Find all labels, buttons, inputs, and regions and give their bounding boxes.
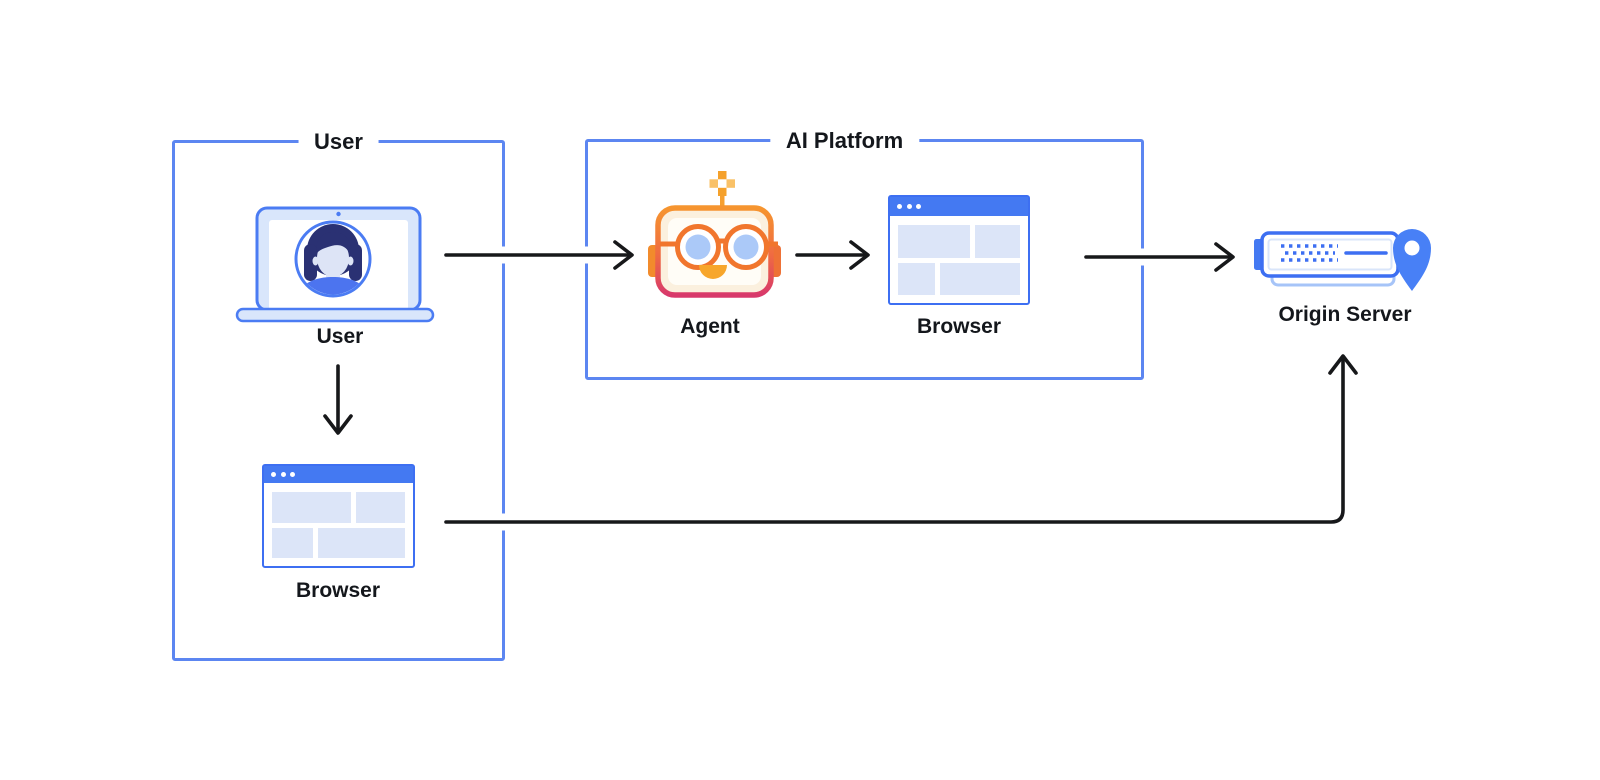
browser-titlebar bbox=[264, 466, 413, 483]
titlebar-dot bbox=[290, 472, 295, 477]
laptop-user-icon bbox=[235, 206, 435, 323]
browser-content bbox=[898, 225, 1020, 295]
arrow-user-browser-to-origin-server bbox=[444, 354, 1358, 524]
robot-mouth bbox=[699, 265, 727, 279]
browser-content bbox=[272, 492, 405, 558]
label-user-laptop: User bbox=[316, 325, 364, 348]
content-block bbox=[975, 225, 1020, 258]
server-location-icon bbox=[1254, 229, 1431, 291]
location-pin-icon bbox=[1393, 229, 1431, 291]
titlebar-dot bbox=[280, 472, 286, 477]
group-title-ai-platform: AI Platform bbox=[769, 127, 920, 154]
titlebar-dot bbox=[906, 204, 912, 209]
titlebar-dot bbox=[897, 204, 902, 209]
content-block bbox=[355, 492, 405, 523]
content-block bbox=[317, 527, 405, 558]
content-block bbox=[272, 492, 351, 523]
webcam-dot bbox=[336, 211, 341, 217]
content-block bbox=[272, 527, 313, 558]
antenna-plus-icon bbox=[709, 171, 735, 209]
label-user-browser: Browser bbox=[295, 579, 381, 602]
label-agent: Agent bbox=[680, 315, 740, 338]
robot-agent-icon bbox=[648, 171, 781, 298]
browser-window-icon bbox=[888, 195, 1030, 305]
server-dots-texture bbox=[1281, 244, 1338, 262]
titlebar-dot bbox=[916, 204, 921, 209]
group-title-user: User bbox=[298, 128, 379, 155]
browser-window-icon bbox=[262, 464, 415, 568]
browser-titlebar bbox=[890, 197, 1028, 216]
content-block bbox=[940, 262, 1020, 295]
label-ai-browser: Browser bbox=[916, 315, 1002, 338]
laptop-base bbox=[235, 307, 435, 323]
content-block bbox=[898, 262, 936, 295]
titlebar-dot bbox=[271, 472, 276, 477]
content-block bbox=[898, 225, 971, 258]
label-origin-server: Origin Server bbox=[1278, 303, 1412, 326]
